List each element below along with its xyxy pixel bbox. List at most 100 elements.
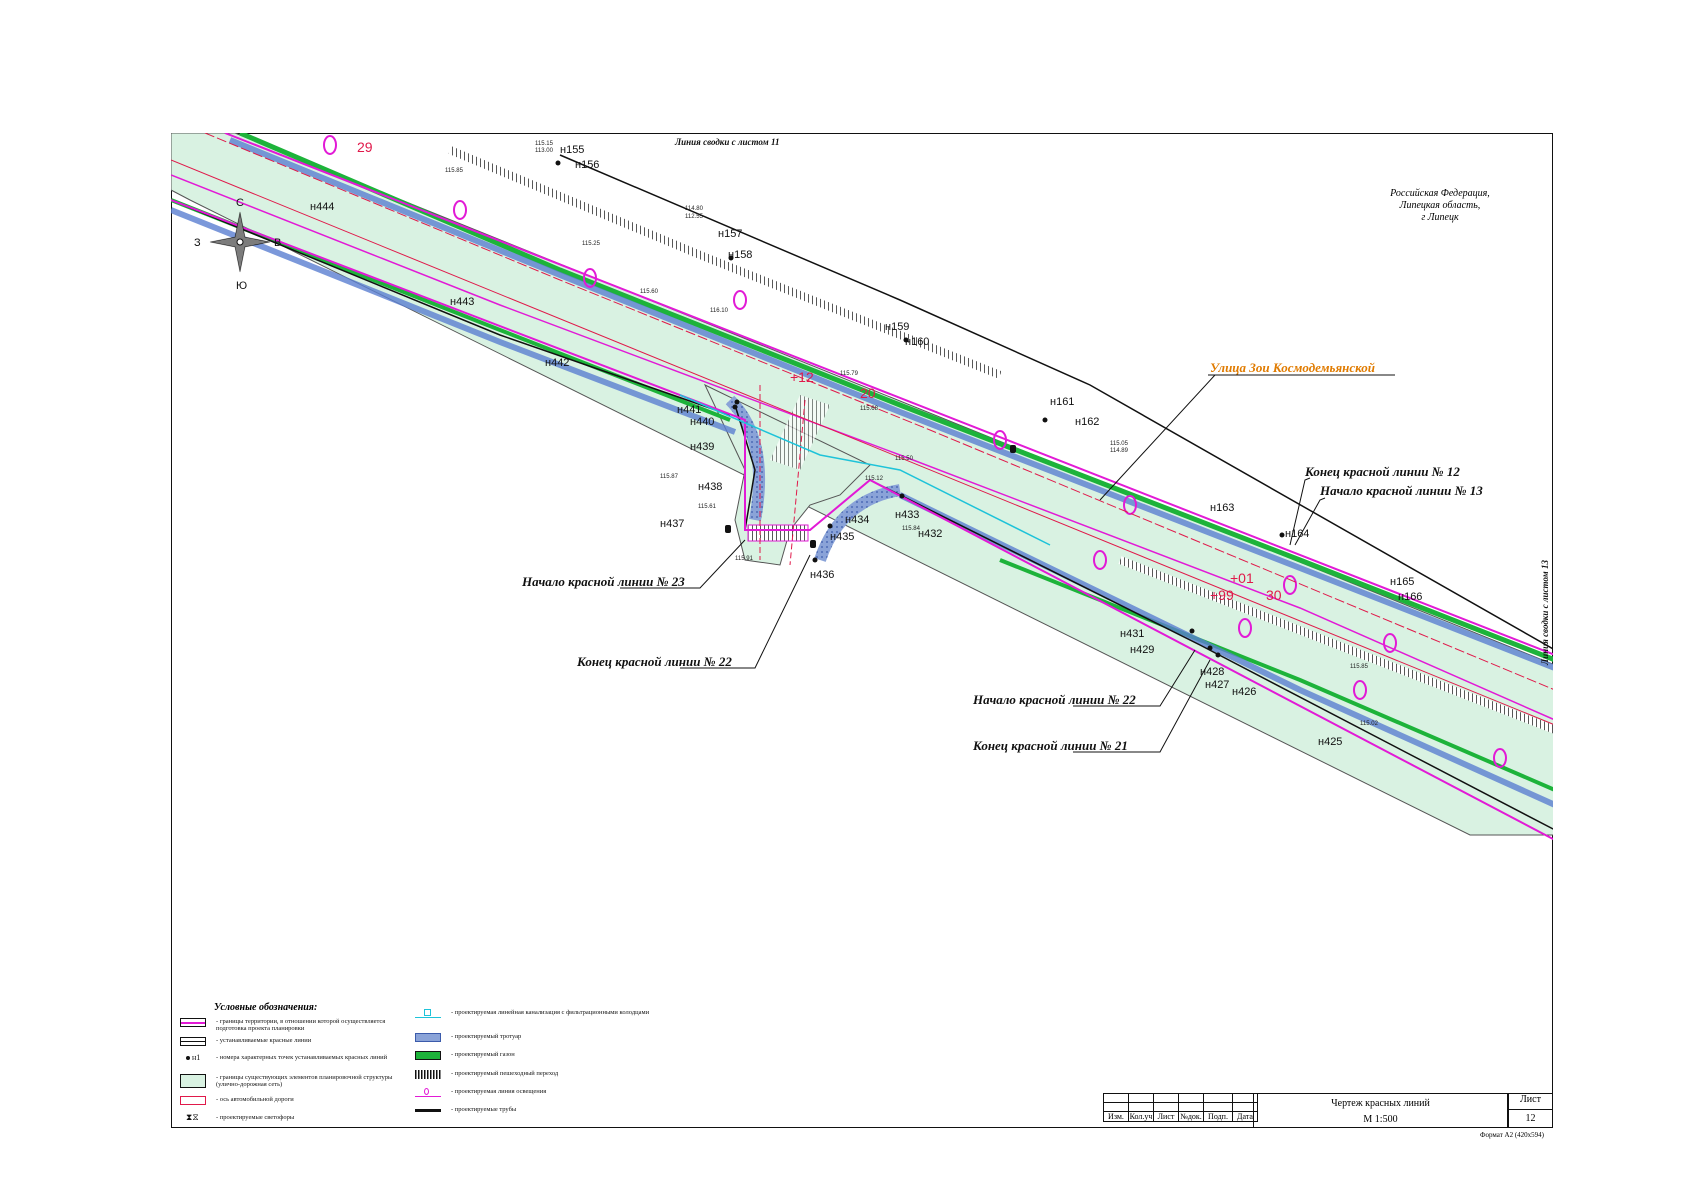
point-label: н432 [918, 528, 942, 540]
elevation-label: 113.00 [535, 148, 554, 154]
point-label: н441 [677, 404, 701, 416]
sidewalk-upper [228, 137, 1553, 671]
crosswalk-side [747, 524, 809, 542]
elevation-label: 115.61 [698, 504, 717, 510]
red-line-point-labels: н155н156н157н158н159н160н161н162н163н164… [310, 144, 1422, 748]
elevation-label: 115.79 [840, 371, 859, 377]
point-dot [1042, 417, 1048, 423]
location-block: Российская Федерация, Липецкая область, … [1350, 188, 1530, 224]
drawing-title: Чертеж красных линий [1331, 1098, 1430, 1109]
section-mark: +99 [1210, 587, 1234, 603]
red-line-north [204, 133, 1553, 690]
point-label: н427 [1205, 679, 1229, 691]
hatch-strip-upper [448, 146, 1002, 379]
legend-title: Условные обозначения: [214, 1002, 318, 1013]
point-label: н438 [698, 481, 722, 493]
point-label: н166 [1398, 591, 1422, 603]
location-line-2: Липецкая область, [1399, 200, 1481, 211]
point-label: н444 [310, 201, 334, 213]
point-dot [728, 255, 734, 261]
callout-end-22: Конец красной линии № 22 [576, 654, 732, 669]
section-mark: 20 [860, 385, 876, 401]
point-label: н157 [718, 228, 742, 240]
point-label: н442 [545, 357, 569, 369]
elevation-label: 115.85 [445, 168, 464, 174]
point-dot [1207, 645, 1213, 651]
point-label: н165 [1390, 576, 1414, 588]
location-line-1: Российская Федерация, [1390, 188, 1490, 199]
established-red-line-south [171, 199, 731, 416]
point-label: н161 [1050, 396, 1074, 408]
point-label: н164 [1285, 528, 1309, 540]
revision-table: Изм. Кол.уч Лист №док. Подп. Дата [1103, 1093, 1258, 1122]
callout-end-21: Конец красной линии № 21 [972, 738, 1128, 753]
point-label: н429 [1130, 644, 1154, 656]
road-axis [171, 159, 1553, 725]
point-label: н434 [845, 514, 869, 526]
point-label: н159 [885, 321, 909, 333]
elevation-label: 115.60 [640, 289, 659, 295]
elevation-label: 115.68 [860, 406, 879, 412]
point-label: н437 [660, 518, 684, 530]
elevation-label: 115.87 [660, 474, 679, 480]
right-edge-label: Линия сводки с листом 13 [1540, 560, 1550, 666]
location-line-3: г Липецк [1421, 212, 1459, 223]
point-label: н158 [728, 249, 752, 261]
point-dot [1215, 652, 1221, 658]
elevation-label: 115.02 [1360, 721, 1379, 727]
section-mark: +12 [790, 369, 814, 385]
point-dot [899, 493, 905, 499]
elevation-label: 115.25 [582, 241, 601, 247]
elevation-label: 116.10 [710, 308, 729, 314]
point-dot [903, 337, 909, 343]
project-boundary-top [224, 133, 1553, 656]
legend: Условные обозначения: - границы территор… [180, 1000, 649, 1130]
point-label: н156 [575, 159, 599, 171]
point-dot [812, 557, 818, 563]
point-dot [1279, 532, 1285, 538]
street-name: Улица Зои Космодемьянской [1210, 360, 1375, 375]
sheet-number-cell: Лист 12 [1508, 1093, 1553, 1128]
sheet-label: Лист [1509, 1094, 1552, 1110]
point-label: н428 [1200, 666, 1224, 678]
elevation-label: 114.80 [685, 206, 704, 212]
drawing-scale: М 1:500 [1363, 1114, 1398, 1125]
sidewalk-lower [171, 207, 737, 435]
established-red-line-side [734, 404, 756, 531]
point-label: н160 [905, 336, 929, 348]
callout-start-23: Начало красной линии № 23 [521, 574, 685, 589]
section-mark: 30 [1266, 587, 1282, 603]
point-dot [827, 523, 833, 529]
elevation-label: 115.15 [535, 141, 554, 147]
callout-end-12: Конец красной линии № 12 [1304, 464, 1460, 479]
lighting-poles [323, 135, 1507, 768]
top-edge-label: Линия сводки с листом 11 [674, 137, 779, 147]
elevation-label: 115.12 [865, 476, 884, 482]
callout-start-22: Начало красной линии № 22 [972, 692, 1136, 707]
established-red-line-south-2 [869, 479, 1553, 830]
sidewalk-curb-right [814, 484, 902, 563]
point-dot [555, 160, 561, 166]
paper-format: Формат А2 (420х594) [1480, 1131, 1545, 1139]
point-label: н426 [1232, 686, 1256, 698]
drainage-icon [415, 1009, 441, 1018]
drawing-title-cell: Чертеж красных линий М 1:500 [1253, 1093, 1508, 1128]
elevation-label: 115.91 [735, 556, 754, 562]
pipe-icon [415, 1106, 441, 1115]
callout-start-13: Начало красной линии № 13 [1319, 483, 1483, 498]
point-label: н435 [830, 531, 854, 543]
traffic-signals [725, 445, 1016, 548]
rev-col-ndok: №док. [1178, 1111, 1204, 1122]
rev-col-list: Лист [1153, 1111, 1179, 1122]
compass-s: Ю [236, 280, 247, 292]
lawn-strip-upper [239, 133, 1553, 662]
elevation-label: 112.55 [685, 214, 704, 220]
point-label: н439 [690, 441, 714, 453]
rev-col-podp: Подп. [1203, 1111, 1233, 1122]
elevation-label: 114.89 [1110, 448, 1129, 454]
drainage-line [679, 394, 1051, 546]
rev-col-data: Дата [1232, 1111, 1258, 1122]
